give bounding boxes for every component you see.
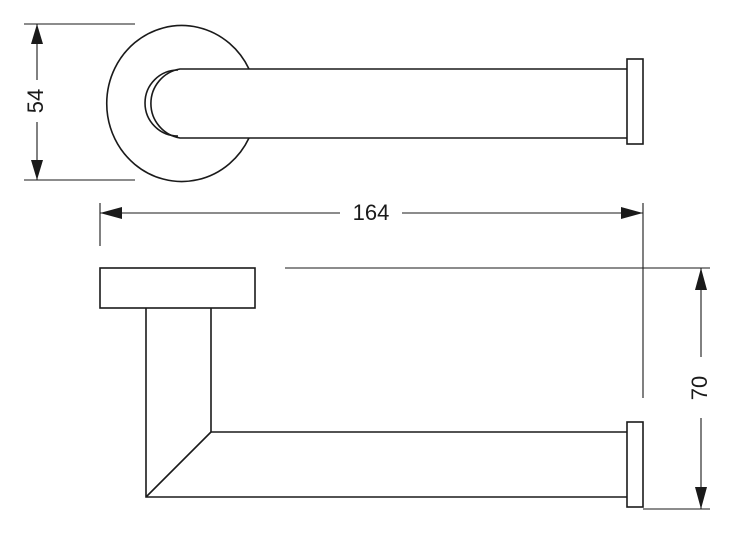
- dimension-164: 164: [99, 200, 644, 398]
- top-view: [106, 24, 644, 183]
- side-view: [99, 267, 644, 508]
- side-bevel: [145, 431, 212, 498]
- side-arm-inner: [210, 308, 627, 433]
- side-arm: [145, 308, 627, 498]
- top-rosette: [106, 24, 250, 183]
- top-end-cap: [626, 58, 644, 145]
- top-arm-outer: [150, 68, 627, 139]
- dim-label-70: 70: [687, 376, 712, 400]
- dimension-70: 70: [285, 267, 712, 510]
- side-mount-plate: [99, 267, 256, 309]
- dim-label-164: 164: [353, 200, 390, 225]
- dimension-54: 54: [23, 23, 135, 181]
- dim-label-54: 54: [23, 89, 48, 113]
- top-arm-inner: [144, 69, 179, 137]
- side-end-cap: [626, 421, 644, 508]
